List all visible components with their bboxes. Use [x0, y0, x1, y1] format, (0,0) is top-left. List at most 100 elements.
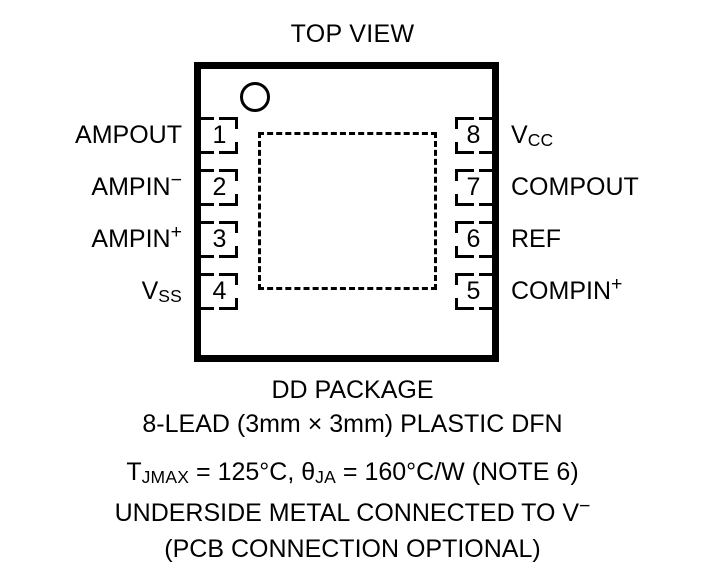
pin-number-5: 5	[466, 277, 481, 305]
pin-pad-4: 4	[201, 273, 238, 310]
thermal-mid-text: = 125°C, θ	[189, 458, 316, 486]
pin-label-text: V	[511, 121, 528, 149]
caption-lead-count: 8-LEAD (3mm × 3mm) PLASTIC DFN	[142, 410, 563, 438]
pad-segment	[479, 307, 492, 310]
pad-segment	[201, 151, 214, 154]
pad-segment	[219, 117, 238, 120]
pad-segment	[455, 142, 458, 154]
pin-number-7: 7	[466, 173, 481, 201]
pad-segment	[455, 203, 474, 206]
pin-pad-1: 1	[201, 117, 238, 154]
pin-label-3: AMPIN+	[91, 221, 182, 260]
pad-segment	[235, 169, 238, 181]
pad-segment	[455, 151, 474, 154]
pad-segment	[455, 169, 474, 172]
pad-segment	[219, 255, 238, 258]
pad-segment	[455, 221, 458, 233]
pad-segment	[455, 273, 458, 285]
pin-1-marker-icon	[240, 82, 270, 112]
pad-segment	[479, 117, 492, 120]
pad-segment	[235, 221, 238, 233]
pin-label-wrap-7: COMPOUT	[511, 169, 705, 206]
pad-segment	[201, 255, 214, 258]
underside-metal-text: UNDERSIDE METAL CONNECTED TO V	[114, 499, 580, 527]
pin-number-4: 4	[212, 277, 227, 305]
pin-label-text: AMPOUT	[75, 121, 182, 149]
pad-segment	[235, 142, 238, 154]
pin-label-wrap-6: REF	[511, 221, 705, 258]
pad-segment	[479, 203, 492, 206]
pad-segment	[201, 307, 214, 310]
pin-label-8: VCC	[511, 117, 553, 156]
tjmax-subscript: JMAX	[141, 466, 190, 487]
pad-segment	[455, 117, 458, 129]
pin-pad-7: 7	[455, 169, 492, 206]
pad-segment	[455, 117, 474, 120]
pin-label-wrap-5: COMPIN+	[511, 273, 705, 310]
pin-number-6: 6	[466, 225, 481, 253]
pad-segment	[455, 221, 474, 224]
pin-number-3: 3	[212, 225, 227, 253]
pin-label-text: V	[141, 277, 159, 305]
thermal-post-text: = 160°C/W (NOTE 6)	[335, 458, 579, 486]
pin-label-4: VSS	[142, 273, 182, 312]
tjmax-symbol: T	[126, 458, 142, 486]
pin-pad-8: 8	[455, 117, 492, 154]
pin-pad-2: 2	[201, 169, 238, 206]
caption-package-name: DD PACKAGE	[271, 376, 434, 404]
pad-segment	[235, 298, 238, 310]
pad-segment	[235, 273, 238, 285]
pin-label-wrap-2: AMPIN−	[0, 169, 182, 206]
pad-segment	[201, 221, 214, 224]
pad-segment	[201, 273, 214, 276]
caption-pcb-connection: (PCB CONNECTION OPTIONAL)	[164, 535, 541, 563]
pin-label-text: AMPIN	[91, 225, 171, 253]
pin-pad-5: 5	[455, 273, 492, 310]
package-outline	[194, 62, 499, 362]
pin-label-superscript: +	[170, 221, 182, 244]
v-minus-superscript: −	[579, 495, 591, 518]
pad-segment	[201, 203, 214, 206]
pad-segment	[479, 273, 492, 276]
pad-segment	[479, 255, 492, 258]
pad-segment	[219, 169, 238, 172]
pad-segment	[455, 169, 458, 181]
exposed-pad-outline	[258, 132, 437, 290]
pin-label-7: COMPOUT	[511, 169, 639, 206]
pin-label-superscript: −	[170, 169, 182, 192]
pad-segment	[201, 117, 214, 120]
theta-ja-subscript: JA	[315, 466, 336, 487]
pad-segment	[455, 194, 458, 206]
pad-segment	[219, 273, 238, 276]
pin-number-1: 1	[212, 121, 227, 149]
pad-segment	[219, 203, 238, 206]
pin-label-subscript: SS	[158, 285, 182, 306]
pad-segment	[219, 151, 238, 154]
pad-segment	[235, 117, 238, 129]
pad-segment	[219, 221, 238, 224]
pin-pad-3: 3	[201, 221, 238, 258]
pad-segment	[479, 151, 492, 154]
pin-label-subscript: CC	[527, 129, 554, 150]
pad-segment	[455, 298, 458, 310]
pin-number-8: 8	[466, 121, 481, 149]
pin-pad-6: 6	[455, 221, 492, 258]
pad-segment	[455, 273, 474, 276]
pad-segment	[479, 169, 492, 172]
pin-label-5: COMPIN+	[511, 273, 622, 312]
caption-thermal-spec: TJMAX = 125°C, θJA = 160°C/W (NOTE 6)	[0, 458, 705, 487]
pad-segment	[235, 194, 238, 206]
pin-label-text: COMPOUT	[511, 173, 639, 201]
pin-label-wrap-3: AMPIN+	[0, 221, 182, 258]
pad-segment	[201, 169, 214, 172]
caption-underside-metal: UNDERSIDE METAL CONNECTED TO V−	[0, 496, 705, 527]
pin-label-text: AMPIN	[91, 173, 171, 201]
page-title: TOP VIEW	[290, 20, 415, 48]
pin-label-6: REF	[511, 221, 561, 258]
pad-segment	[455, 255, 474, 258]
pin-label-text: COMPIN	[511, 277, 611, 305]
pin-label-wrap-1: AMPOUT	[0, 117, 182, 154]
pin-label-1: AMPOUT	[75, 117, 182, 154]
pin-number-2: 2	[212, 173, 227, 201]
